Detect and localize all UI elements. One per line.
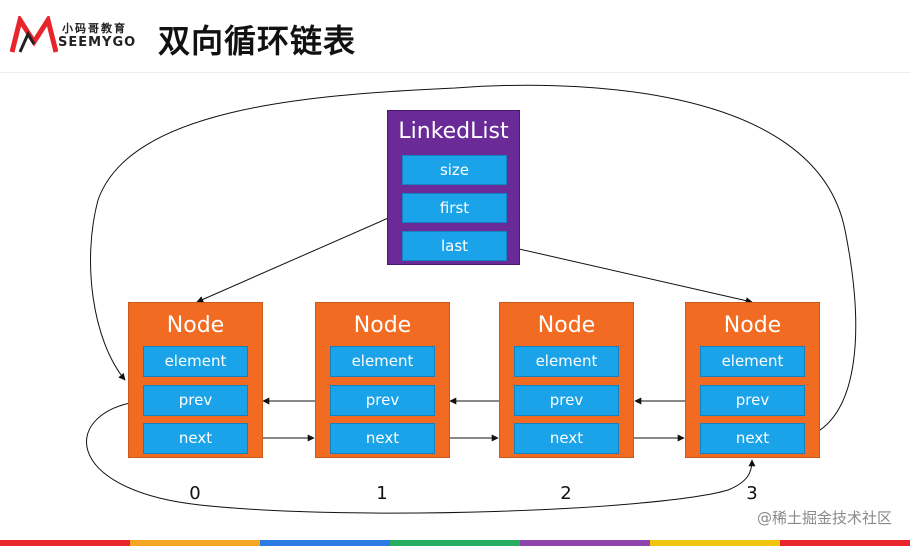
node-next-field: next [700, 423, 805, 454]
watermark: @稀土掘金技术社区 [756, 509, 892, 527]
last-to-node3-arrow [505, 245, 753, 305]
node-2: Node element prev next [499, 302, 634, 458]
node-prev-field: prev [514, 385, 619, 416]
node-next-field: next [514, 423, 619, 454]
node-3: Node element prev next [685, 302, 820, 458]
first-to-node0-arrow [196, 211, 403, 303]
linked-list-first-field: first [402, 193, 507, 223]
logo-english-text: SEEMYGO [58, 35, 137, 50]
node-title: Node [353, 313, 412, 338]
node-next-field: next [330, 423, 435, 454]
linked-list-box: LinkedList size first last [387, 110, 520, 265]
node-element-field: element [514, 346, 619, 377]
linked-list-last-field: last [402, 231, 507, 261]
logo-chinese-text: 小码哥教育 [62, 22, 127, 35]
node-next-field: next [143, 423, 248, 454]
node0-prev-to-node3-loop [86, 400, 756, 514]
header: 小码哥教育 SEEMYGO 双向循环链表 [0, 0, 910, 73]
node-title: Node [537, 313, 596, 338]
node-title: Node [723, 313, 782, 338]
node-index-label: 3 [746, 483, 758, 504]
node-index-label: 0 [189, 483, 201, 504]
node3-next-to-node0-loop [90, 84, 857, 439]
node-prev-field: prev [330, 385, 435, 416]
node-prev-field: prev [700, 385, 805, 416]
node-title: Node [166, 313, 225, 338]
node-element-field: element [700, 346, 805, 377]
node-prev-field: prev [143, 385, 248, 416]
linked-list-title: LinkedList [398, 119, 509, 144]
node-element-field: element [143, 346, 248, 377]
node-1: Node element prev next [315, 302, 450, 458]
node-element-field: element [330, 346, 435, 377]
node-index-label: 2 [560, 483, 572, 504]
linked-list-size-field: size [402, 155, 507, 185]
bottom-color-stripe [0, 540, 910, 546]
node-0: Node element prev next [128, 302, 263, 458]
node-index-label: 1 [376, 483, 388, 504]
page-title: 双向循环链表 [158, 22, 357, 60]
seemygo-logo-icon [10, 16, 58, 53]
